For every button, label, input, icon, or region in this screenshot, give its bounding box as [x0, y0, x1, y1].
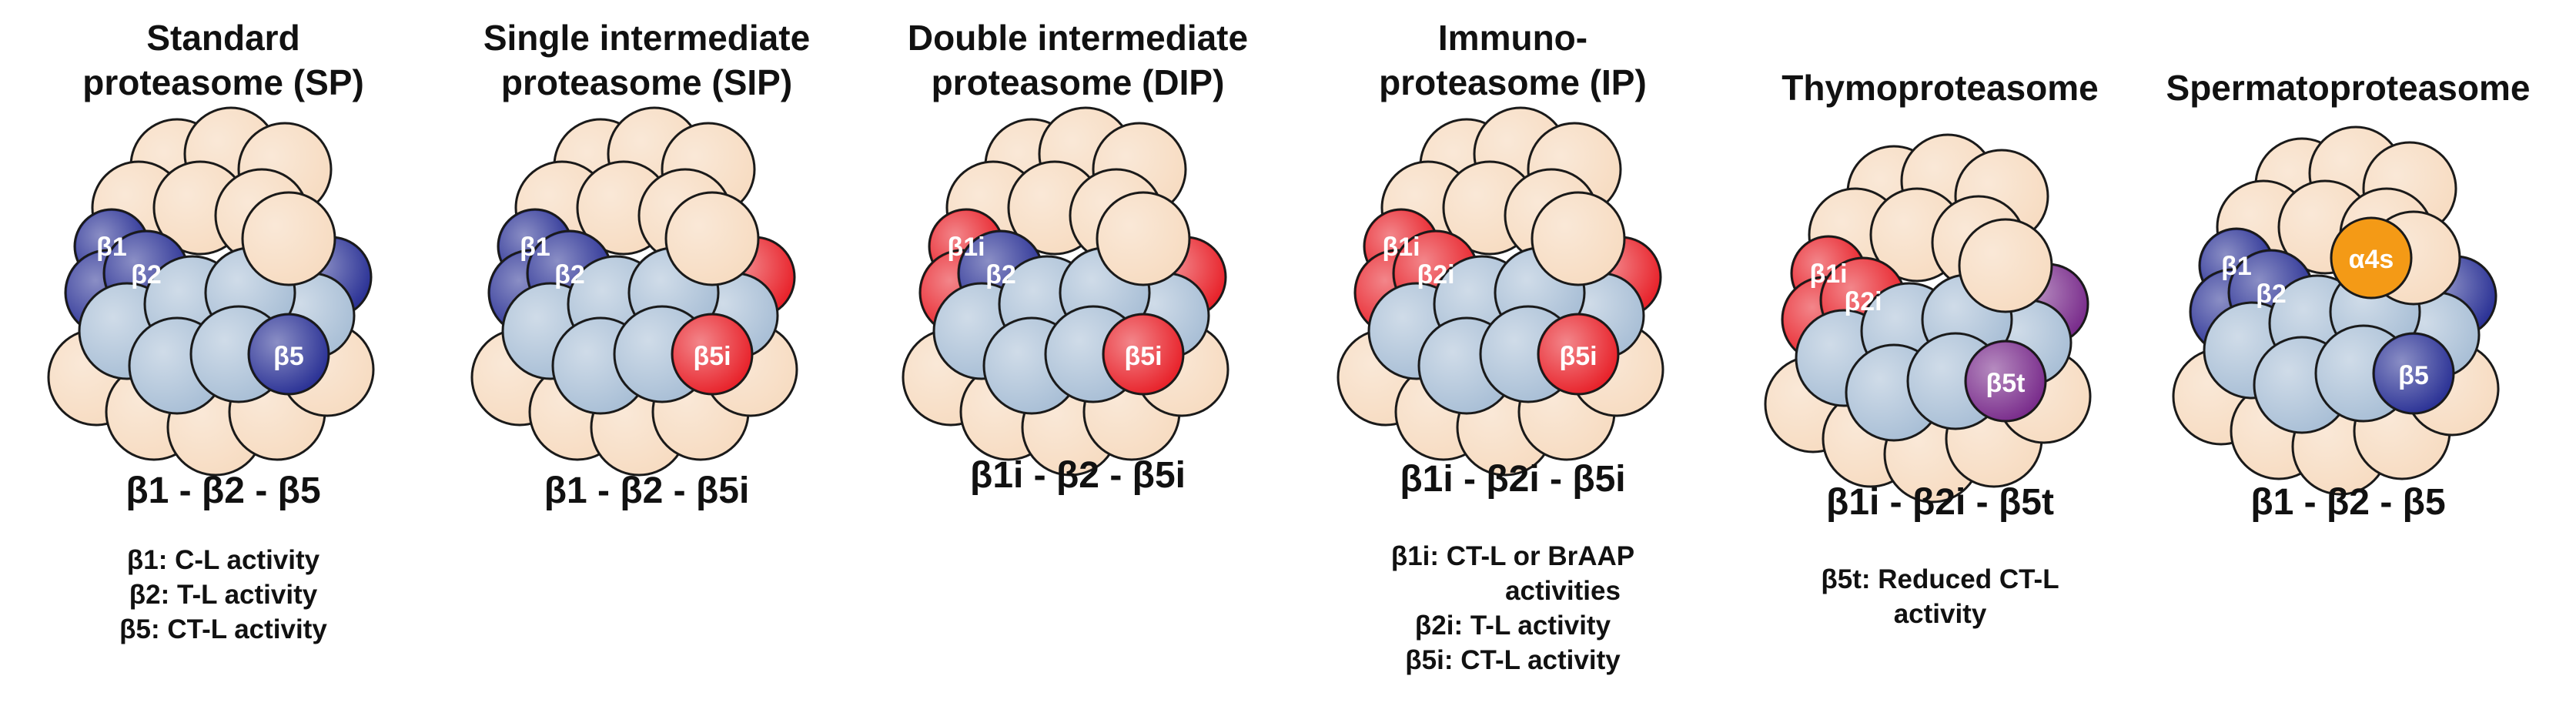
- subunit-formula: β1 - β2 - β5: [125, 470, 321, 511]
- title-line-2: proteasome (DIP): [931, 62, 1225, 102]
- activity-notes: β1: C-L activity β2: T-L activity β5: CT…: [23, 543, 423, 647]
- subunit-label-b5: β5i: [1559, 342, 1597, 371]
- subunit-label-b1: β1i: [947, 233, 985, 262]
- note-b5: β5: CT-L activity: [119, 614, 327, 644]
- subunit-shading: [1961, 221, 2050, 310]
- title-line-1: Immuno-: [1437, 18, 1588, 58]
- subunit-label-b2: β2: [554, 260, 585, 289]
- subunit-shading: [667, 194, 757, 283]
- subunit-label-b5: β5i: [693, 342, 731, 371]
- title-line-1: Single intermediate: [483, 18, 811, 58]
- panel-title: Standard proteasome (SP): [23, 15, 423, 105]
- subunit-shading: [1105, 316, 1182, 393]
- subunit-shading: [1967, 343, 2044, 420]
- subunit-label-b5: β5t: [1986, 369, 2026, 398]
- title-line-1: Thymoproteasome: [1781, 68, 2099, 108]
- subunit-shading: [250, 316, 327, 393]
- note-b1i-cont: activities: [1505, 576, 1621, 606]
- subunit-shading: [674, 316, 751, 393]
- panel-title: Thymoproteasome: [1740, 65, 2140, 110]
- title-line-2: proteasome (SIP): [500, 62, 793, 102]
- subunit-label-b1: β1i: [1809, 259, 1847, 289]
- subunit-label-b5: β5i: [1124, 342, 1162, 371]
- subunit-label-b2: β2i: [1844, 287, 1882, 316]
- subunit-formula: β1i - β2i - β5t: [1826, 482, 2054, 523]
- panel-title: Double intermediate proteasome (DIP): [878, 15, 1278, 105]
- note-b1i: β1i: CT-L or BrAAP: [1390, 541, 1635, 571]
- subunit-label-b2: β2: [985, 260, 1016, 289]
- subunit-label-b5: β5: [273, 342, 304, 371]
- subunit-label-b2: β2: [131, 260, 162, 289]
- subunit-label-b1: β1: [2221, 252, 2252, 281]
- note-b1: β1: C-L activity: [126, 545, 320, 575]
- panel-double-intermediate-proteasome: Double intermediate proteasome (DIP) β1i…: [878, 0, 1278, 706]
- title-line-1: Double intermediate: [907, 18, 1249, 58]
- subunit-label-b1: β1i: [1382, 233, 1420, 262]
- subunit-shading: [1540, 316, 1617, 393]
- note-b5t-cont: activity: [1893, 599, 1987, 629]
- subunit-shading: [2375, 335, 2452, 412]
- title-line-2: proteasome (IP): [1379, 62, 1647, 102]
- subunit-shading: [1534, 194, 1623, 283]
- panel-title: Immuno- proteasome (IP): [1313, 15, 1713, 105]
- activity-notes: β5t: Reduced CT-L activity: [1740, 562, 2140, 631]
- panel-title: Spermatoproteasome: [2148, 65, 2548, 110]
- subunit-formula: β1 - β2 - β5: [2250, 482, 2446, 523]
- subunit-formula: β1 - β2 - β5i: [544, 470, 750, 511]
- title-line-1: Spermatoproteasome: [2166, 68, 2531, 108]
- subunit-label-b5: β5: [2398, 361, 2429, 390]
- title-line-2: proteasome (SP): [82, 62, 364, 102]
- subunit-label-b2: β2i: [1417, 260, 1454, 289]
- subunit-shading: [244, 194, 333, 283]
- subunit-label-a4s: α4s: [2349, 245, 2394, 274]
- subunit-label-b1: β1: [96, 233, 127, 262]
- note-b2: β2: T-L activity: [129, 580, 318, 610]
- subunit-formula: β1i - β2 - β5i: [970, 455, 1186, 496]
- note-b2i: β2i: T-L activity: [1414, 611, 1611, 641]
- note-b5t: β5t: Reduced CT-L: [1821, 564, 2059, 594]
- note-b5i: β5i: CT-L activity: [1405, 645, 1621, 675]
- title-line-1: Standard: [146, 18, 300, 58]
- subunit-formula: β1i - β2i - β5i: [1400, 459, 1626, 500]
- subunit-label-b1: β1: [520, 233, 550, 262]
- activity-notes: β1i: CT-L or BrAAP activities β2i: T-L a…: [1313, 539, 1713, 678]
- panel-title: Single intermediate proteasome (SIP): [447, 15, 847, 105]
- alpha4s-subunit: [2330, 216, 2413, 299]
- subunit-label-b2: β2: [2256, 279, 2287, 309]
- subunit-shading: [1099, 194, 1188, 283]
